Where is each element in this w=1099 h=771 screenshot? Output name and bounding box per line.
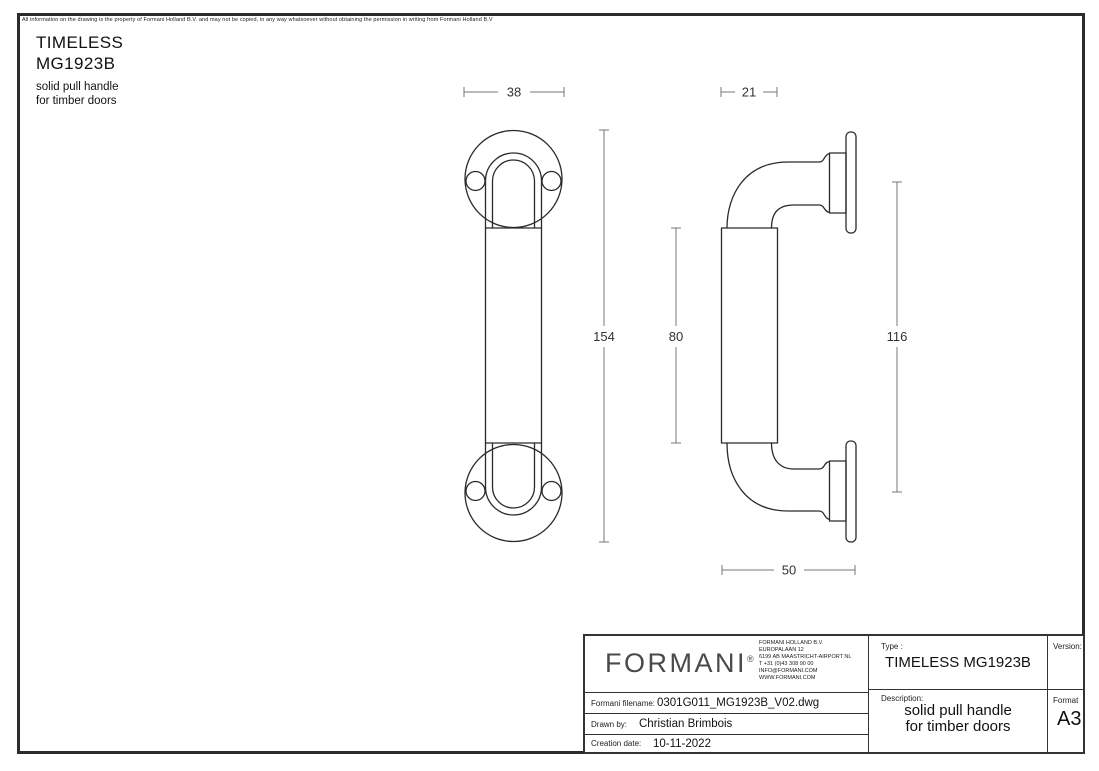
title-block: FORMANI® FORMANI HOLLAND B.V. EUROPALAAN…	[583, 634, 1085, 754]
product-subtitle-2: for timber doors	[36, 94, 117, 107]
front-bottom-rose	[464, 443, 563, 543]
product-line-title: TIMELESS	[36, 33, 124, 52]
creation-date-value: 10-11-2022	[653, 737, 711, 750]
side-view	[720, 131, 857, 543]
filename-label: Formani filename:	[591, 698, 656, 708]
product-subtitle-1: solid pull handle	[36, 81, 119, 93]
sheet-border	[17, 13, 1085, 754]
dimension-overall-height: 154	[587, 129, 621, 543]
version-label: Version:	[1053, 642, 1082, 651]
dim-overall-height-label: 154	[593, 329, 615, 344]
dimension-projection: 50	[721, 562, 856, 578]
company-address: FORMANI HOLLAND B.V. EUROPALAAN 12 6199 …	[759, 640, 851, 682]
address-line: FORMANI HOLLAND B.V.	[759, 640, 824, 646]
drawn-by-cell: Drawn by: Christian Brimbois	[585, 713, 868, 734]
dim-rose-diameter-label: 38	[507, 85, 521, 100]
creation-date-label: Creation date:	[591, 739, 642, 748]
front-screw	[465, 170, 486, 192]
product-model-title: MG1923B	[36, 53, 116, 73]
description-cell: Description: solid pull handle for timbe…	[868, 689, 1047, 752]
front-top-arch-outer	[484, 152, 543, 229]
address-line: INFO@FORMANI.COM	[759, 668, 818, 674]
type-cell: Type : TIMELESS MG1923B	[868, 636, 1047, 689]
filename-cell: Formani filename: 0301G011_MG1923B_V02.d…	[585, 692, 868, 713]
drawn-by-label: Drawn by:	[591, 719, 628, 729]
drawn-by-value: Christian Brimbois	[639, 718, 733, 730]
address-line: T +31 (0)43 308 90 00	[759, 661, 814, 667]
front-grip	[484, 227, 543, 444]
description-line-1: solid pull handle	[904, 702, 1012, 719]
side-bottom-rose-plate	[845, 440, 857, 543]
front-bottom-arch-inner	[491, 442, 536, 509]
front-screw	[541, 480, 562, 502]
copyright-disclaimer: All information on the drawing is the pr…	[22, 17, 493, 23]
dim-centers-distance-label: 116	[887, 329, 908, 344]
type-value: TIMELESS MG1923B	[885, 654, 1031, 671]
registered-mark: ®	[747, 654, 754, 664]
type-label: Type :	[881, 642, 903, 651]
front-bottom-arch-outer	[484, 442, 543, 516]
format-value: A3	[1057, 708, 1082, 730]
formani-logo: FORMANI®	[605, 648, 754, 679]
format-label: Format	[1053, 696, 1079, 705]
dimension-rose-diameter: 38	[463, 84, 565, 100]
side-grip	[720, 227, 779, 444]
logo-cell: FORMANI® FORMANI HOLLAND B.V. EUROPALAAN…	[585, 636, 868, 692]
product-heading: TIMELESS MG1923B solid pull handle for t…	[36, 33, 123, 108]
side-bottom-collar	[828, 460, 847, 522]
side-top-arm-outer	[726, 152, 831, 229]
front-screw	[465, 480, 486, 502]
side-top-collar	[828, 152, 847, 214]
front-top-rose	[464, 129, 563, 229]
front-screw	[541, 170, 562, 192]
address-line: EUROPALAAN 12	[759, 647, 804, 653]
side-bottom-arm-inner	[770, 442, 831, 470]
dim-grip-diameter-label: 21	[742, 85, 756, 100]
side-top-arm-inner	[770, 204, 831, 229]
dim-grip-length-label: 80	[669, 329, 683, 344]
dimension-grip-diameter: 21	[720, 84, 778, 100]
dim-projection-label: 50	[782, 563, 796, 578]
dimension-grip-length: 80	[662, 227, 690, 444]
address-line: WWW.FORMANI.COM	[759, 675, 816, 681]
description-line-2: for timber doors	[905, 718, 1011, 735]
description-label: Description:	[881, 694, 924, 703]
side-bottom-arm-outer	[726, 442, 831, 521]
creation-date-cell: Creation date: 10-11-2022	[585, 734, 868, 752]
version-cell: Version:	[1047, 636, 1083, 689]
side-top-rose-plate	[845, 131, 857, 234]
formani-logo-text: FORMANI	[605, 648, 747, 678]
filename-value: 0301G011_MG1923B_V02.dwg	[657, 697, 820, 709]
format-cell: Format A3	[1047, 689, 1083, 752]
dimension-centers-distance: 116	[879, 181, 915, 493]
address-line: 6199 AB MAASTRICHT-AIRPORT NL	[759, 654, 852, 660]
front-view	[464, 129, 563, 543]
front-top-arch-inner	[491, 159, 536, 229]
